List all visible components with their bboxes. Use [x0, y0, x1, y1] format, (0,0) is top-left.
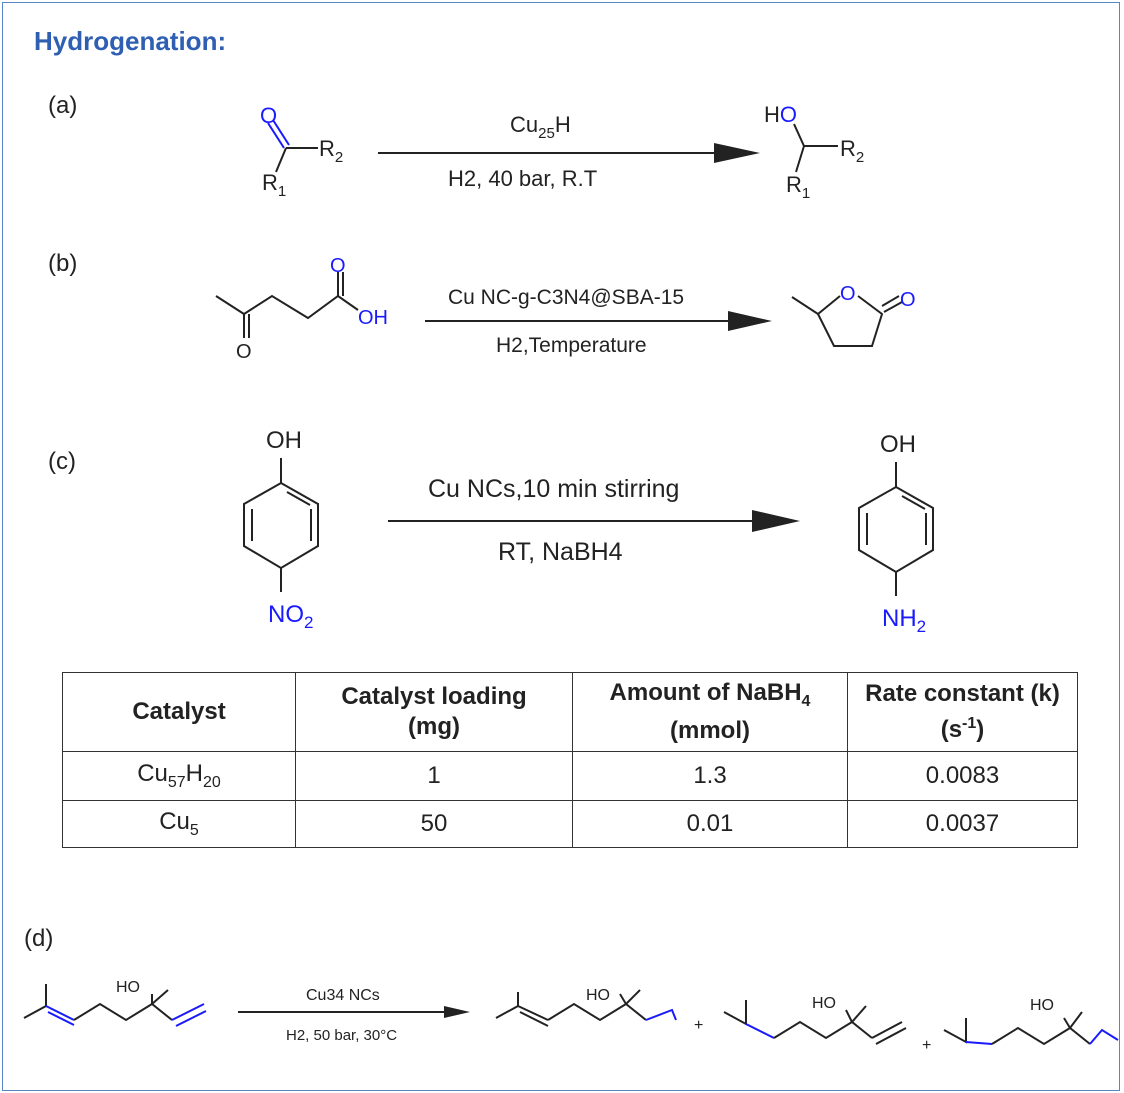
cell-nabh4: 0.01: [572, 800, 848, 848]
b-arrowhead: [728, 311, 772, 331]
catalyst-table: Catalyst Catalyst loading(mg) Amount of …: [62, 672, 1078, 848]
d-product1-ethyl: [645, 1008, 677, 1021]
d-linalool-chain: [73, 1002, 173, 1022]
a-prod-bond-r1: [795, 145, 805, 173]
panel-a-label: (a): [48, 92, 78, 119]
b-levulinic-chain: [215, 294, 359, 320]
d-plus-1: +: [694, 1017, 703, 1034]
panel-b-label: (b): [48, 250, 78, 277]
figure-title: Hydrogenation:: [34, 26, 227, 56]
reaction-a: [267, 119, 838, 173]
d-linalool-hydroxyl: HO: [116, 979, 140, 996]
reaction-b: [215, 272, 903, 347]
cell-nabh4: 1.3: [572, 751, 848, 801]
b-lactone-ring: [817, 295, 884, 347]
b-ring-oxygen: O: [840, 283, 856, 305]
c-conditions: RT, NaBH4: [498, 538, 623, 566]
b-lactone-methyl: [791, 295, 841, 316]
a-oxygen: O: [260, 103, 277, 128]
cell-rate-constant: 0.0083: [847, 751, 1078, 801]
table-row: Cu5 50 0.01 0.0037: [62, 800, 1078, 848]
d-product3-reduced: [965, 1041, 993, 1045]
c-hydroxyl-right: OH: [880, 431, 916, 458]
b-catalyst: Cu NC-g-C3N4@SBA-15: [448, 286, 684, 309]
svg-text:NH2: NH2: [882, 605, 926, 636]
d-linalool-alkene-1: [45, 1005, 75, 1021]
svg-text:R1: R1: [262, 170, 286, 200]
svg-text:R2: R2: [840, 136, 864, 166]
reaction-c: [243, 458, 934, 596]
a-arrowhead: [714, 143, 760, 163]
d-product2-reduced: [745, 1023, 775, 1039]
svg-text:R1: R1: [786, 172, 810, 202]
cell-loading: 1: [295, 751, 573, 801]
cell-loading: 50: [295, 800, 573, 848]
a-bond-r1: [275, 147, 287, 173]
header-nabh4: Amount of NaBH4(mmol): [572, 672, 848, 752]
table-row: Cu57H20 1 1.3 0.0083: [62, 751, 1078, 801]
a-prod-oxygen: O: [780, 102, 797, 127]
panel-c-label: (c): [48, 448, 76, 475]
a-prod-bond-oh: [793, 123, 805, 147]
a-prod-r1: R: [786, 172, 802, 197]
svg-text:HO: HO: [764, 102, 797, 127]
panel-d-label: (d): [24, 925, 54, 952]
d-product2-hydroxyl: HO: [812, 995, 836, 1012]
d-linalool-vinyl: [171, 1003, 205, 1021]
c-catalyst: Cu NCs,10 min stirring: [428, 475, 679, 503]
c-amine-group: NH: [882, 605, 917, 632]
a-carbonyl-bond: [267, 122, 285, 149]
a-conditions: H2, 40 bar, R.T: [448, 166, 597, 191]
cell-catalyst: Cu5: [62, 800, 296, 848]
d-product1-hydroxyl: HO: [586, 987, 610, 1004]
a-prod-r2: R: [840, 136, 856, 161]
d-product3-hydroxyl: HO: [1030, 997, 1054, 1014]
svg-text:R2: R2: [319, 136, 343, 166]
d-product2-vinyl: [871, 1021, 903, 1039]
c-hydroxyl-left: OH: [266, 427, 302, 454]
svg-text:NO2: NO2: [268, 601, 313, 632]
reaction-d: [23, 984, 1119, 1046]
b-ketone-oxygen: O: [236, 341, 252, 363]
b-lactone-carbonyl: [883, 301, 903, 313]
b-hydroxyl: OH: [358, 307, 388, 329]
c-nitro-group: NO: [268, 601, 304, 628]
a-r2: R: [319, 136, 335, 161]
svg-text:Cu25H: Cu25H: [510, 112, 571, 142]
a-catalyst: Cu: [510, 112, 538, 137]
cell-rate-constant: 0.0037: [847, 800, 1078, 848]
header-rate-constant: Rate constant (k)(s-1): [847, 672, 1078, 752]
c-arrowhead: [752, 510, 800, 532]
b-carbonyl-oxygen: O: [900, 289, 916, 311]
c-benzene-ring-left: [243, 481, 319, 570]
d-plus-2: +: [922, 1037, 931, 1054]
d-catalyst: Cu34 NCs: [306, 987, 380, 1004]
a-r1: R: [262, 170, 278, 195]
c-benzene-ring-right: [858, 485, 934, 574]
b-conditions: H2,Temperature: [496, 334, 647, 357]
a-prod-hydrogen: H: [764, 102, 780, 127]
d-product1-alkene: [517, 1005, 549, 1021]
d-conditions: H2, 50 bar, 30°C: [286, 1027, 397, 1044]
header-catalyst: Catalyst: [62, 672, 296, 752]
header-loading: Catalyst loading(mg): [295, 672, 573, 752]
cell-catalyst: Cu57H20: [62, 751, 296, 801]
table-header-row: Catalyst Catalyst loading(mg) Amount of …: [62, 672, 1078, 752]
b-acid-oxygen: O: [330, 255, 346, 277]
d-arrowhead: [444, 1006, 470, 1018]
d-product3-ethyl: [1089, 1028, 1119, 1045]
